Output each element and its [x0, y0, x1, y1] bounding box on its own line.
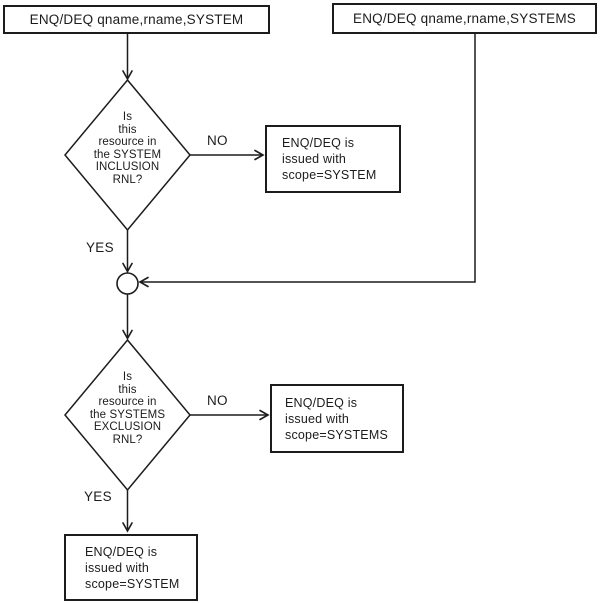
start-node-systems: ENQ/DEQ qname,rname,SYSTEMS	[332, 3, 597, 34]
edge-label-inclusion-yes: YES	[86, 240, 114, 255]
start-node-system-label: ENQ/DEQ qname,rname,SYSTEM	[29, 12, 244, 27]
decision-inclusion-label: Is this resource in the SYSTEM INCLUSION…	[93, 111, 162, 186]
result-inclusion-no-label: ENQ/DEQ is issued with scope=SYSTEM	[282, 136, 377, 182]
edge-label-exclusion-yes: YES	[84, 489, 112, 504]
result-exclusion-no-label: ENQ/DEQ is issued with scope=SYSTEMS	[285, 395, 388, 442]
edge-label-exclusion-no: NO	[207, 393, 228, 408]
result-inclusion-no-box: ENQ/DEQ is issued with scope=SYSTEM	[265, 125, 401, 193]
result-exclusion-yes-label: ENQ/DEQ is issued with scope=SYSTEM	[85, 544, 180, 591]
edge-startright-to-junction	[138, 33, 476, 288]
edge-label-inclusion-no: NO	[207, 133, 228, 148]
junction-circle	[116, 272, 139, 295]
result-exclusion-no-box: ENQ/DEQ is issued with scope=SYSTEMS	[270, 384, 404, 453]
decision-exclusion-label: Is this resource in the SYSTEMS EXCLUSIO…	[89, 371, 166, 446]
start-node-system: ENQ/DEQ qname,rname,SYSTEM	[3, 5, 270, 34]
result-exclusion-yes-box: ENQ/DEQ is issued with scope=SYSTEM	[64, 534, 198, 601]
start-node-systems-label: ENQ/DEQ qname,rname,SYSTEMS	[353, 11, 576, 26]
